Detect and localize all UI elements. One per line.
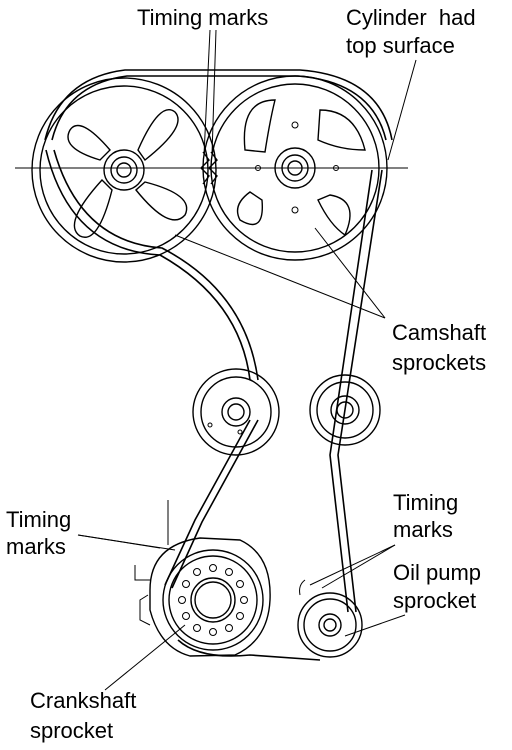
label-oilpump-line2: sprocket xyxy=(393,588,476,613)
label-camshaft-line1: Camshaft xyxy=(392,320,486,345)
label-timing-left-line1: Timing xyxy=(6,507,71,532)
label-camshaft-line2: sprockets xyxy=(392,350,486,375)
oil-pump-sprocket xyxy=(297,579,363,658)
label-crank-line1: Crankshaft xyxy=(30,688,136,713)
label-timing-right-line2: marks xyxy=(393,517,453,542)
label-crank-line2: sprocket xyxy=(30,718,113,743)
crankshaft-sprocket xyxy=(134,500,271,657)
label-cylinder-line2: top surface xyxy=(346,33,455,58)
label-timing-left-line2: marks xyxy=(6,534,66,559)
idler-pulley-left xyxy=(192,368,280,456)
camshaft-sprocket-left xyxy=(31,77,217,263)
camshaft-sprocket-right xyxy=(202,75,388,261)
label-timing-right-line1: Timing xyxy=(393,490,458,515)
label-timing-marks-top: Timing marks xyxy=(137,5,268,30)
idler-pulley-right xyxy=(309,374,381,446)
label-cylinder-line1: Cylinder had xyxy=(346,5,476,30)
leader-lines xyxy=(77,29,417,691)
label-oilpump-line1: Oil pump xyxy=(393,560,481,585)
top-timing-mark xyxy=(200,151,218,185)
